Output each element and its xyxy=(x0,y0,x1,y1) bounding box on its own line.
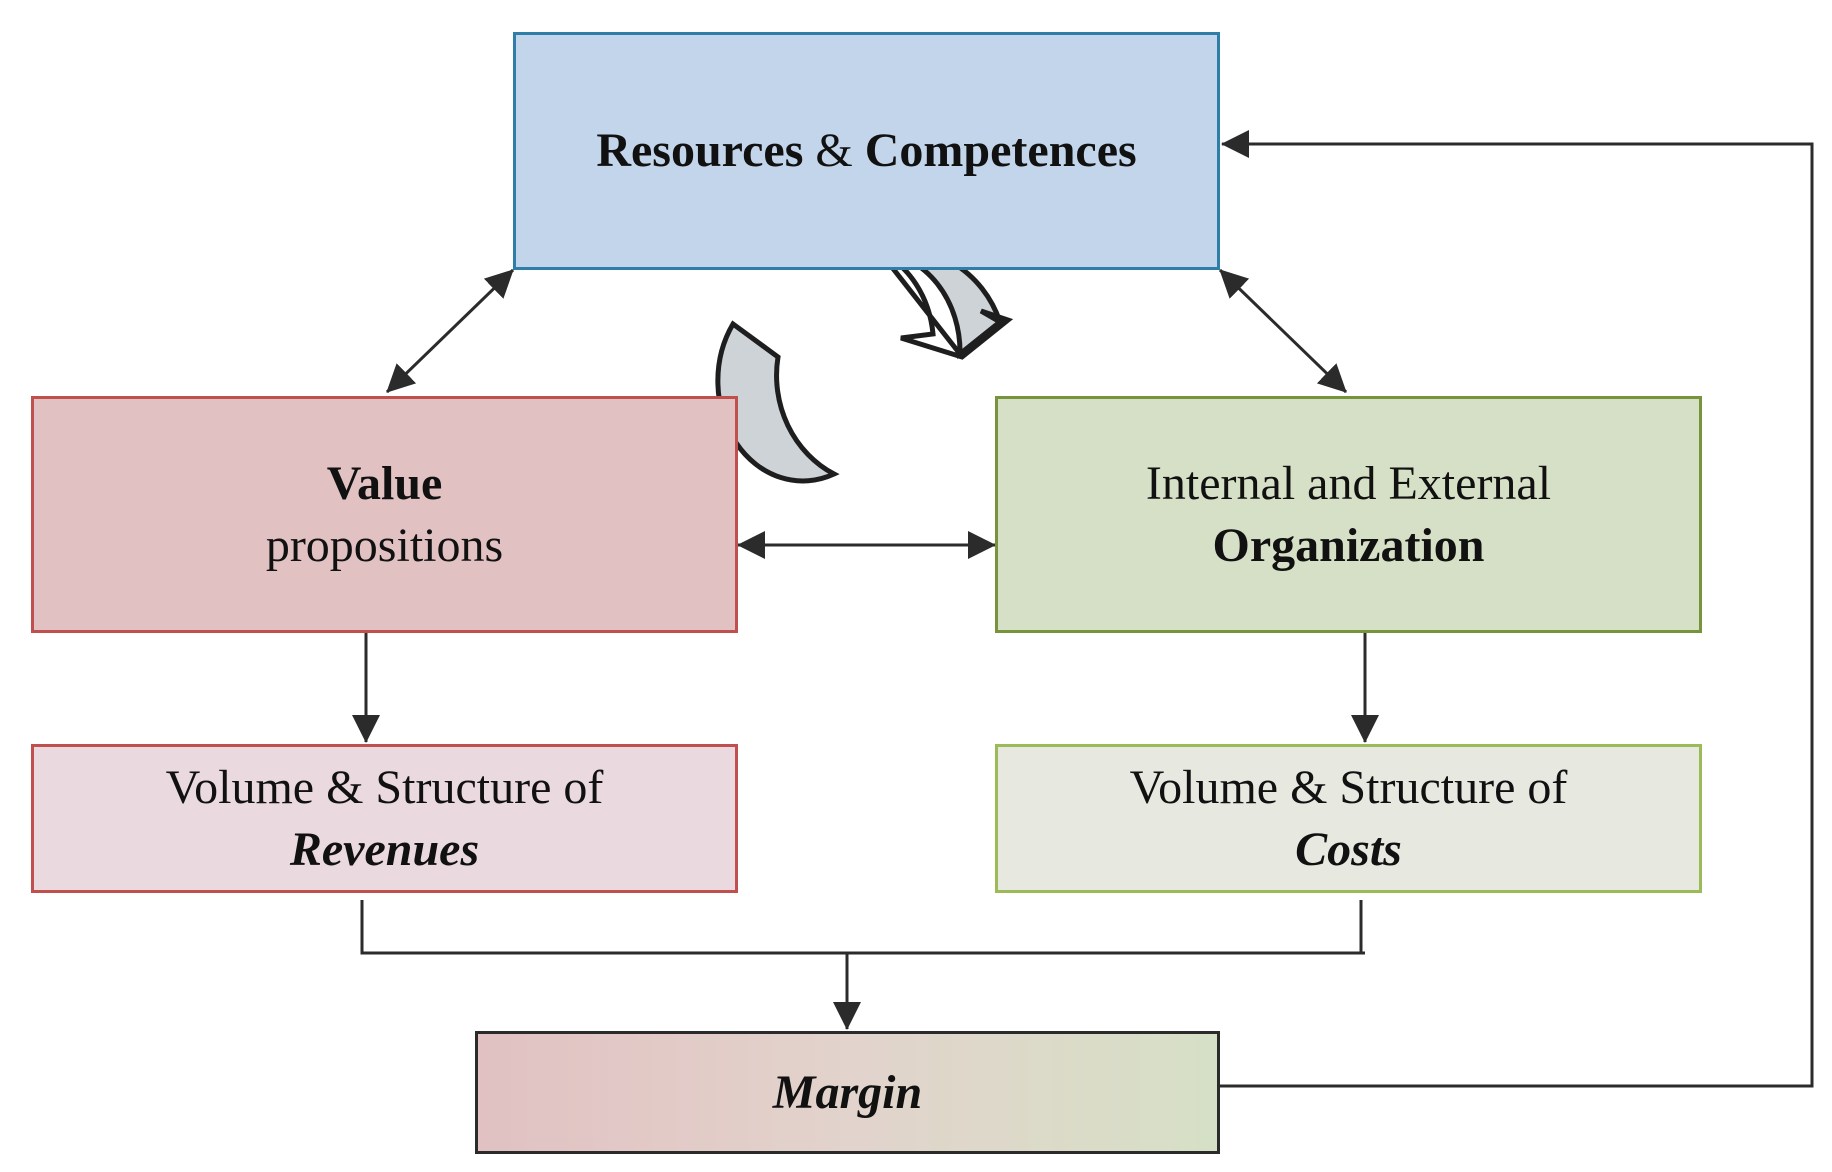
organization-title: Organization xyxy=(1212,518,1485,572)
resources-competences-label: Resources & Competences xyxy=(596,124,1137,178)
arrow-resources-organization xyxy=(1218,268,1348,394)
arrow-resources-value xyxy=(385,268,515,394)
organization-subtitle: Internal and External xyxy=(1145,457,1552,511)
value-title: Value xyxy=(326,457,443,511)
arrow-margin-feedback xyxy=(1220,130,1814,1088)
circular-arrows-icon xyxy=(715,246,1014,484)
connector-revenues-join xyxy=(360,900,1365,955)
value-subtitle: propositions xyxy=(265,518,504,572)
resources-competences-box: Resources & Competences xyxy=(513,32,1220,270)
revenues-subtitle: Volume & Structure of xyxy=(165,761,604,815)
costs-box: Volume & Structure of Costs xyxy=(995,744,1702,893)
value-propositions-box: Value propositions xyxy=(31,396,738,633)
organization-box: Internal and External Organization xyxy=(995,396,1702,633)
revenues-title: Revenues xyxy=(289,822,480,876)
margin-label: Margin xyxy=(772,1065,923,1119)
costs-title: Costs xyxy=(1295,822,1402,876)
costs-subtitle: Volume & Structure of xyxy=(1129,761,1568,815)
revenues-box: Volume & Structure of Revenues xyxy=(31,744,738,893)
margin-box: Margin xyxy=(475,1031,1220,1154)
